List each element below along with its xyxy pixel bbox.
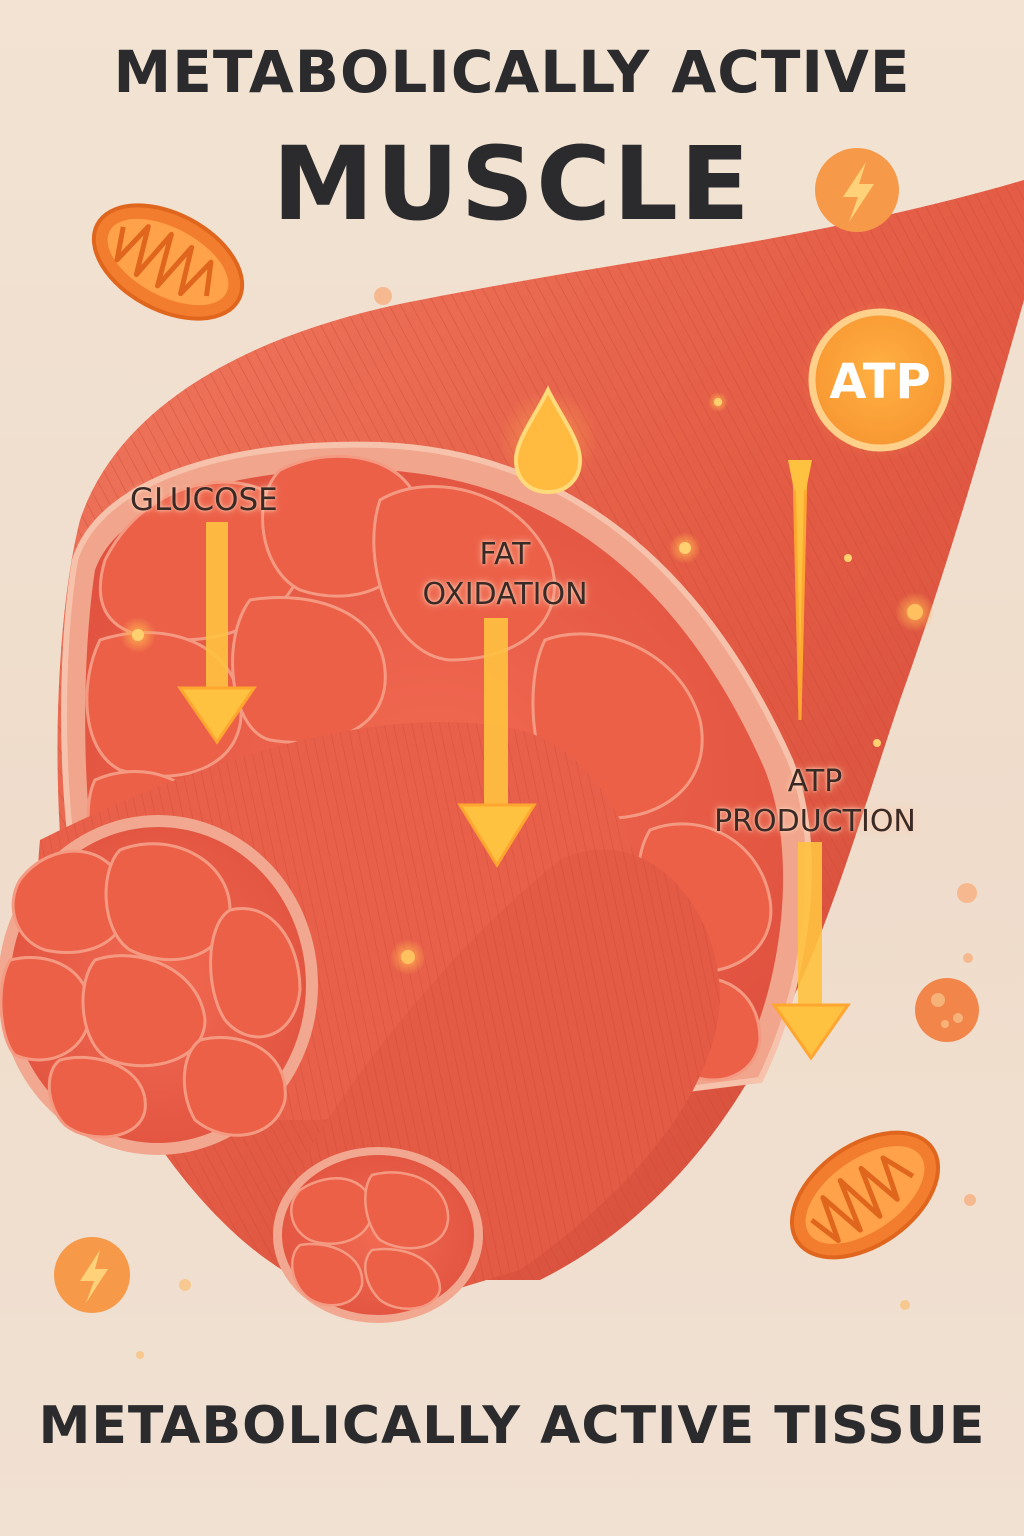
lightning-icon-lower [54, 1237, 130, 1313]
title-line-1: METABOLICALLY ACTIVE [113, 38, 911, 106]
label-fat-line2: OXIDATION [422, 577, 588, 612]
arrow-atp-upper [788, 460, 812, 721]
arrow-glucose [177, 522, 257, 745]
arrow-fat-oxidation [457, 618, 537, 868]
mitochondrion-icon-lower [789, 1130, 941, 1260]
page-title: MUSCLE [272, 125, 752, 244]
label-glucose: GLUCOSE [130, 482, 278, 518]
label-atp-production: ATP PRODUCTION [690, 762, 940, 842]
lightning-icon [815, 148, 899, 232]
droplet-icon [498, 385, 598, 495]
label-atp-line2: PRODUCTION [714, 804, 916, 839]
atp-badge-icon [800, 300, 960, 460]
label-fat-line1: FAT [479, 537, 531, 572]
mitochondrion-icon [91, 203, 245, 321]
cell-icon [915, 978, 979, 1042]
label-fat-oxidation: FAT OXIDATION [405, 535, 605, 615]
cross-section-small [273, 1147, 483, 1323]
atp-badge-label: ATP [829, 354, 930, 410]
label-atp-line1: ATP [787, 764, 843, 799]
arrow-atp-production [771, 842, 851, 1061]
footer-title: METABOLICALLY ACTIVE TISSUE [38, 1396, 986, 1456]
cross-section-left [0, 815, 318, 1155]
energy-particles [120, 287, 977, 1359]
